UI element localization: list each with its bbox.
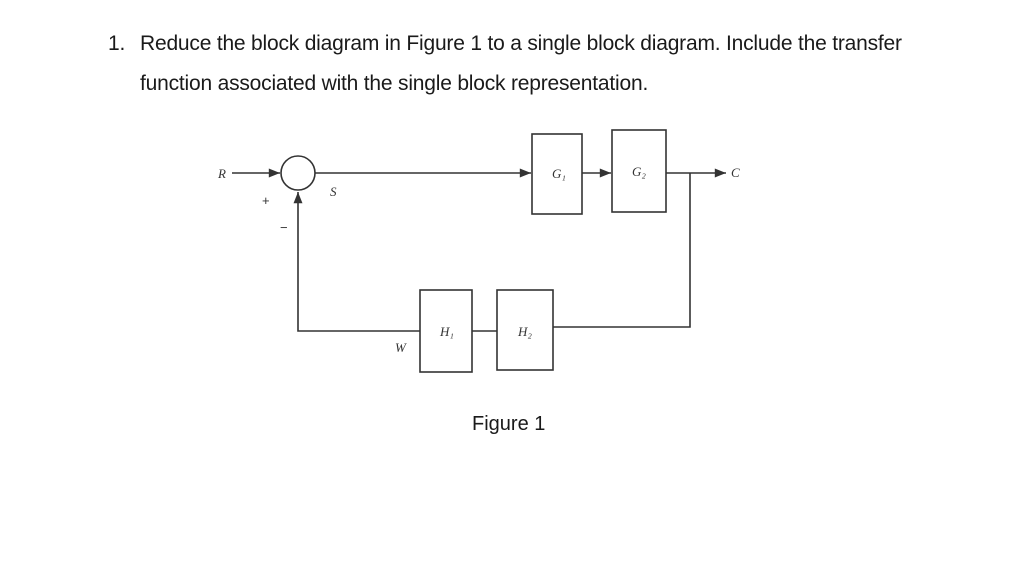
block-g1 [531,133,583,215]
minus-sign: − [280,220,288,235]
question-line-2: function associated with the single bloc… [140,72,649,95]
block-h1 [419,289,473,373]
summing-junction [280,155,316,191]
figure-caption: Figure 1 [472,413,545,435]
block-h2 [496,289,554,371]
block-g2-label: G₂ [632,164,646,179]
output-label: C [731,165,740,180]
input-label: R [217,166,226,181]
feedback-takeoff-line [553,173,691,328]
question-number: 1. [108,32,126,55]
block-h1-label: H₁ [439,324,454,339]
question: 1. Reduce the block diagram in Figure 1 … [108,24,988,104]
block-h2-label: H₂ [517,324,532,339]
signal-s-label: S [330,184,337,199]
block-g2 [611,129,667,213]
block-g1-label: G₁ [552,166,566,181]
question-line-1: Reduce the block diagram in Figure 1 to … [140,32,902,55]
plus-sign: + [262,193,270,208]
signal-w-label: W [395,340,407,355]
feedback-return-line [293,192,420,332]
